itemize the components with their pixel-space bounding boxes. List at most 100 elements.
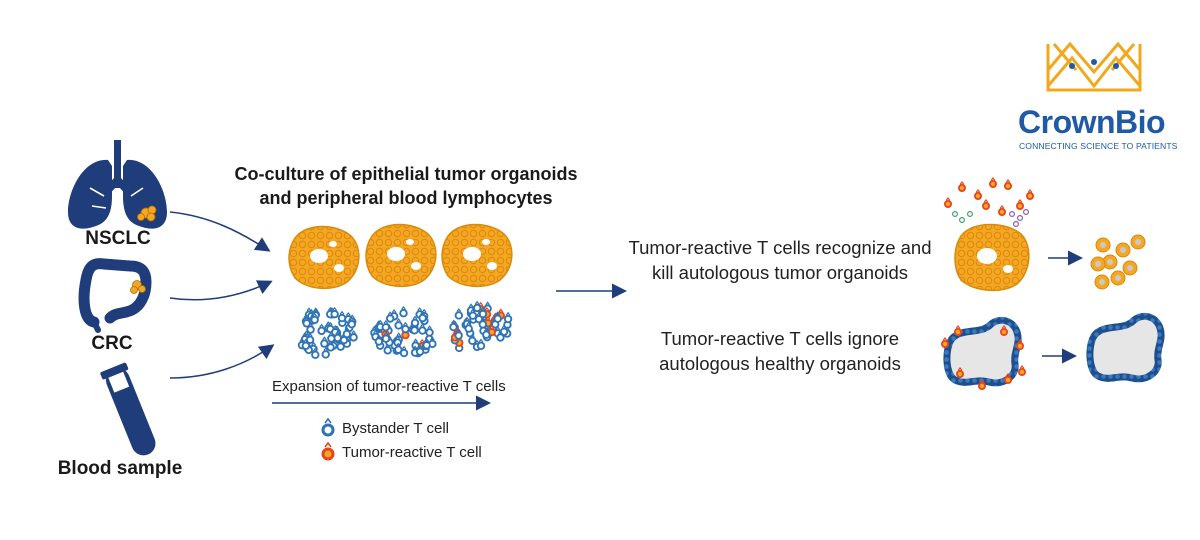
- diagram-title: Co-culture of epithelial tumor organoids…: [196, 162, 616, 210]
- tumor-reactive-t-cell: [956, 367, 964, 378]
- tumor-reactive-t-cell: [944, 196, 952, 208]
- tumor-reactive-t-cell-icon: [321, 442, 335, 461]
- bystander-t-cell: [464, 321, 473, 333]
- cytokine-particles: [951, 209, 1029, 228]
- cytokine-dot: [966, 211, 973, 218]
- bystander-t-cell: [410, 315, 420, 328]
- bystander-t-cell: [418, 310, 427, 323]
- source-arrows: [169, 211, 275, 379]
- lymphocyte-cluster-mid: [370, 305, 437, 358]
- bystander-t-cell: [311, 347, 320, 360]
- cytokine-dot: [1022, 209, 1029, 216]
- cytokine-dot: [1008, 211, 1015, 218]
- lungs-icon: [68, 140, 167, 229]
- outcome-tumor-text: Tumor-reactive T cells recognize and kil…: [610, 235, 950, 285]
- bystander-t-cell-icon: [321, 418, 335, 437]
- dead-tumor-cell: [1094, 274, 1110, 290]
- title-line-1: Co-culture of epithelial tumor organoids: [234, 164, 578, 184]
- bystander-t-cell: [327, 331, 336, 343]
- tumor-reactive-t-cell: [989, 176, 997, 188]
- tumor-organoid: [441, 223, 513, 288]
- bystander-t-cell: [301, 338, 311, 350]
- bystander-t-cell: [468, 333, 477, 346]
- cytokine-dot: [1012, 221, 1019, 228]
- outcome-tumor-line-1: Tumor-reactive T cells recognize and: [628, 237, 932, 258]
- dead-tumor-cell: [1110, 270, 1126, 286]
- bystander-t-cell: [333, 330, 342, 343]
- cytokine-dot: [951, 211, 958, 218]
- tumor-reactive-t-cell: [958, 180, 966, 192]
- bystander-t-cell: [422, 338, 431, 350]
- tumor-reactive-t-cell: [1018, 365, 1026, 376]
- outcome-healthy-line-1: Tumor-reactive T cells ignore: [660, 328, 900, 349]
- bystander-t-cell: [317, 323, 326, 336]
- bystander-t-cell: [326, 340, 335, 352]
- dead-tumor-cell: [1130, 234, 1146, 250]
- tumor-reactive-t-cell: [978, 379, 986, 390]
- bystander-t-cell: [349, 330, 358, 342]
- bystander-t-cell: [394, 318, 403, 330]
- bystander-t-cell: [399, 305, 408, 318]
- bystander-t-cell: [347, 316, 356, 329]
- bystander-t-cell: [381, 331, 391, 343]
- legend-tumor-reactive: Tumor-reactive T cell: [320, 442, 482, 462]
- legend-bystander: Bystander T cell: [320, 418, 449, 438]
- title-line-2: and peripheral blood lymphocytes: [259, 188, 553, 208]
- source-label-blood: Blood sample: [57, 458, 183, 479]
- bystander-t-cell: [478, 317, 488, 329]
- healthy-organoid: [943, 316, 1022, 387]
- logo-tagline: CONNECTING SCIENCE TO PATIENTS: [1019, 141, 1178, 151]
- crownbio-logo-icon: [1046, 41, 1142, 92]
- lymphocyte-cluster-day0: [297, 306, 358, 360]
- bystander-t-cell: [493, 311, 502, 323]
- bystander-t-cell: [476, 338, 486, 351]
- bystander-t-cell: [374, 334, 384, 346]
- bystander-t-cell: [418, 323, 427, 335]
- attacked-tumor-organoid: [954, 223, 1030, 292]
- bystander-t-cell: [401, 321, 410, 334]
- tumor-organoids-row: [288, 223, 513, 290]
- bystander-t-cell: [496, 330, 505, 342]
- tumor-reactive-t-cell: [982, 198, 990, 210]
- bystander-t-cell: [399, 345, 409, 358]
- bystander-t-cell: [342, 326, 352, 339]
- bystander-t-cell: [306, 322, 315, 334]
- bystander-t-cell: [478, 306, 488, 319]
- bystander-t-cell: [472, 300, 482, 313]
- tumor-reactive-t-cell: [1016, 198, 1024, 210]
- bystander-t-cell: [468, 308, 478, 320]
- source-label-nsclc: NSCLC: [85, 228, 151, 249]
- tumor-reactive-t-cell: [1004, 373, 1012, 384]
- outcome-healthy-line-2: autologous healthy organoids: [659, 353, 901, 374]
- bystander-t-cell: [415, 344, 425, 356]
- dead-tumor-cells: [1090, 234, 1146, 290]
- outcome-healthy-text: Tumor-reactive T cells ignore autologous…: [630, 326, 930, 376]
- tumor-organoid: [288, 225, 360, 290]
- bystander-t-cell: [320, 336, 329, 348]
- tumor-reactive-t-cell: [1004, 178, 1012, 190]
- ignoring-t-cells: [941, 325, 1026, 390]
- bystander-t-cell: [454, 328, 463, 340]
- tumor-reactive-t-cell: [954, 325, 962, 336]
- tumor-organoid: [365, 223, 437, 288]
- bystander-t-cell: [425, 325, 434, 337]
- healthy-organoid-intact: [1086, 312, 1165, 383]
- bystander-t-cell: [321, 347, 330, 359]
- dead-tumor-cell: [1102, 254, 1118, 270]
- bystander-t-cell: [385, 311, 395, 323]
- outcome-tumor-line-2: kill autologous tumor organoids: [651, 262, 909, 283]
- dead-tumor-cell: [1122, 260, 1138, 276]
- tumor-reactive-t-cell: [1000, 325, 1008, 336]
- blood-tube-icon: [100, 362, 156, 456]
- bystander-t-cell: [482, 327, 491, 339]
- lymphocyte-cluster-expanded: [449, 300, 513, 353]
- bystander-t-cell: [381, 319, 391, 332]
- tumor-reactive-t-cell: [974, 188, 982, 200]
- bystander-t-cell: [305, 332, 315, 345]
- bystander-t-cell: [454, 308, 464, 320]
- legend-tumor-reactive-label: Tumor-reactive T cell: [342, 443, 482, 461]
- colon-icon: [78, 258, 152, 333]
- attacking-t-cells: [944, 176, 1034, 216]
- bystander-t-cell: [330, 306, 339, 319]
- dead-tumor-cell: [1115, 242, 1131, 258]
